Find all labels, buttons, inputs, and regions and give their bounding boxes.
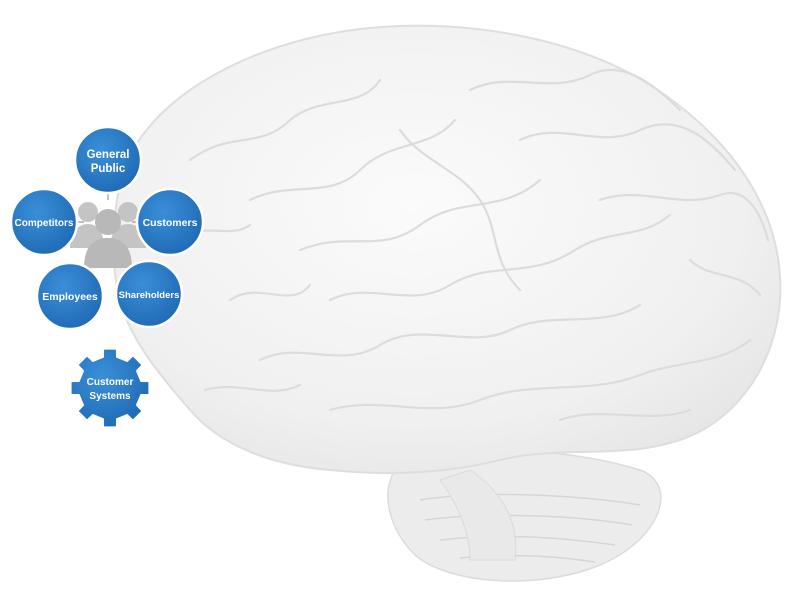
node-shareholders-label: Shareholders — [119, 290, 180, 301]
gear-line2: Systems — [89, 391, 131, 402]
node-shareholders[interactable]: Shareholders — [114, 259, 184, 329]
gear-customer-systems[interactable]: Customer Systems — [69, 347, 151, 429]
node-competitors[interactable]: Competitors — [9, 187, 79, 257]
gear-line1: Customer — [87, 377, 134, 388]
node-employees[interactable]: Employees — [35, 261, 105, 331]
node-customers-label: Customers — [143, 217, 198, 229]
cerebellum-folds — [419, 493, 641, 563]
node-competitors-label: Competitors — [15, 218, 74, 229]
brain-cerebrum — [112, 24, 782, 474]
brain-illustration — [112, 24, 782, 582]
node-general-public[interactable]: General Public — [73, 125, 143, 195]
node-general-public-line1: General — [87, 149, 130, 161]
node-employees-label: Employees — [42, 291, 98, 303]
node-customers[interactable]: Customers — [135, 187, 205, 257]
brain-stem — [439, 469, 517, 561]
brain-folds — [178, 68, 770, 422]
node-general-public-line2: Public — [91, 163, 126, 175]
gear-icon — [69, 347, 151, 429]
